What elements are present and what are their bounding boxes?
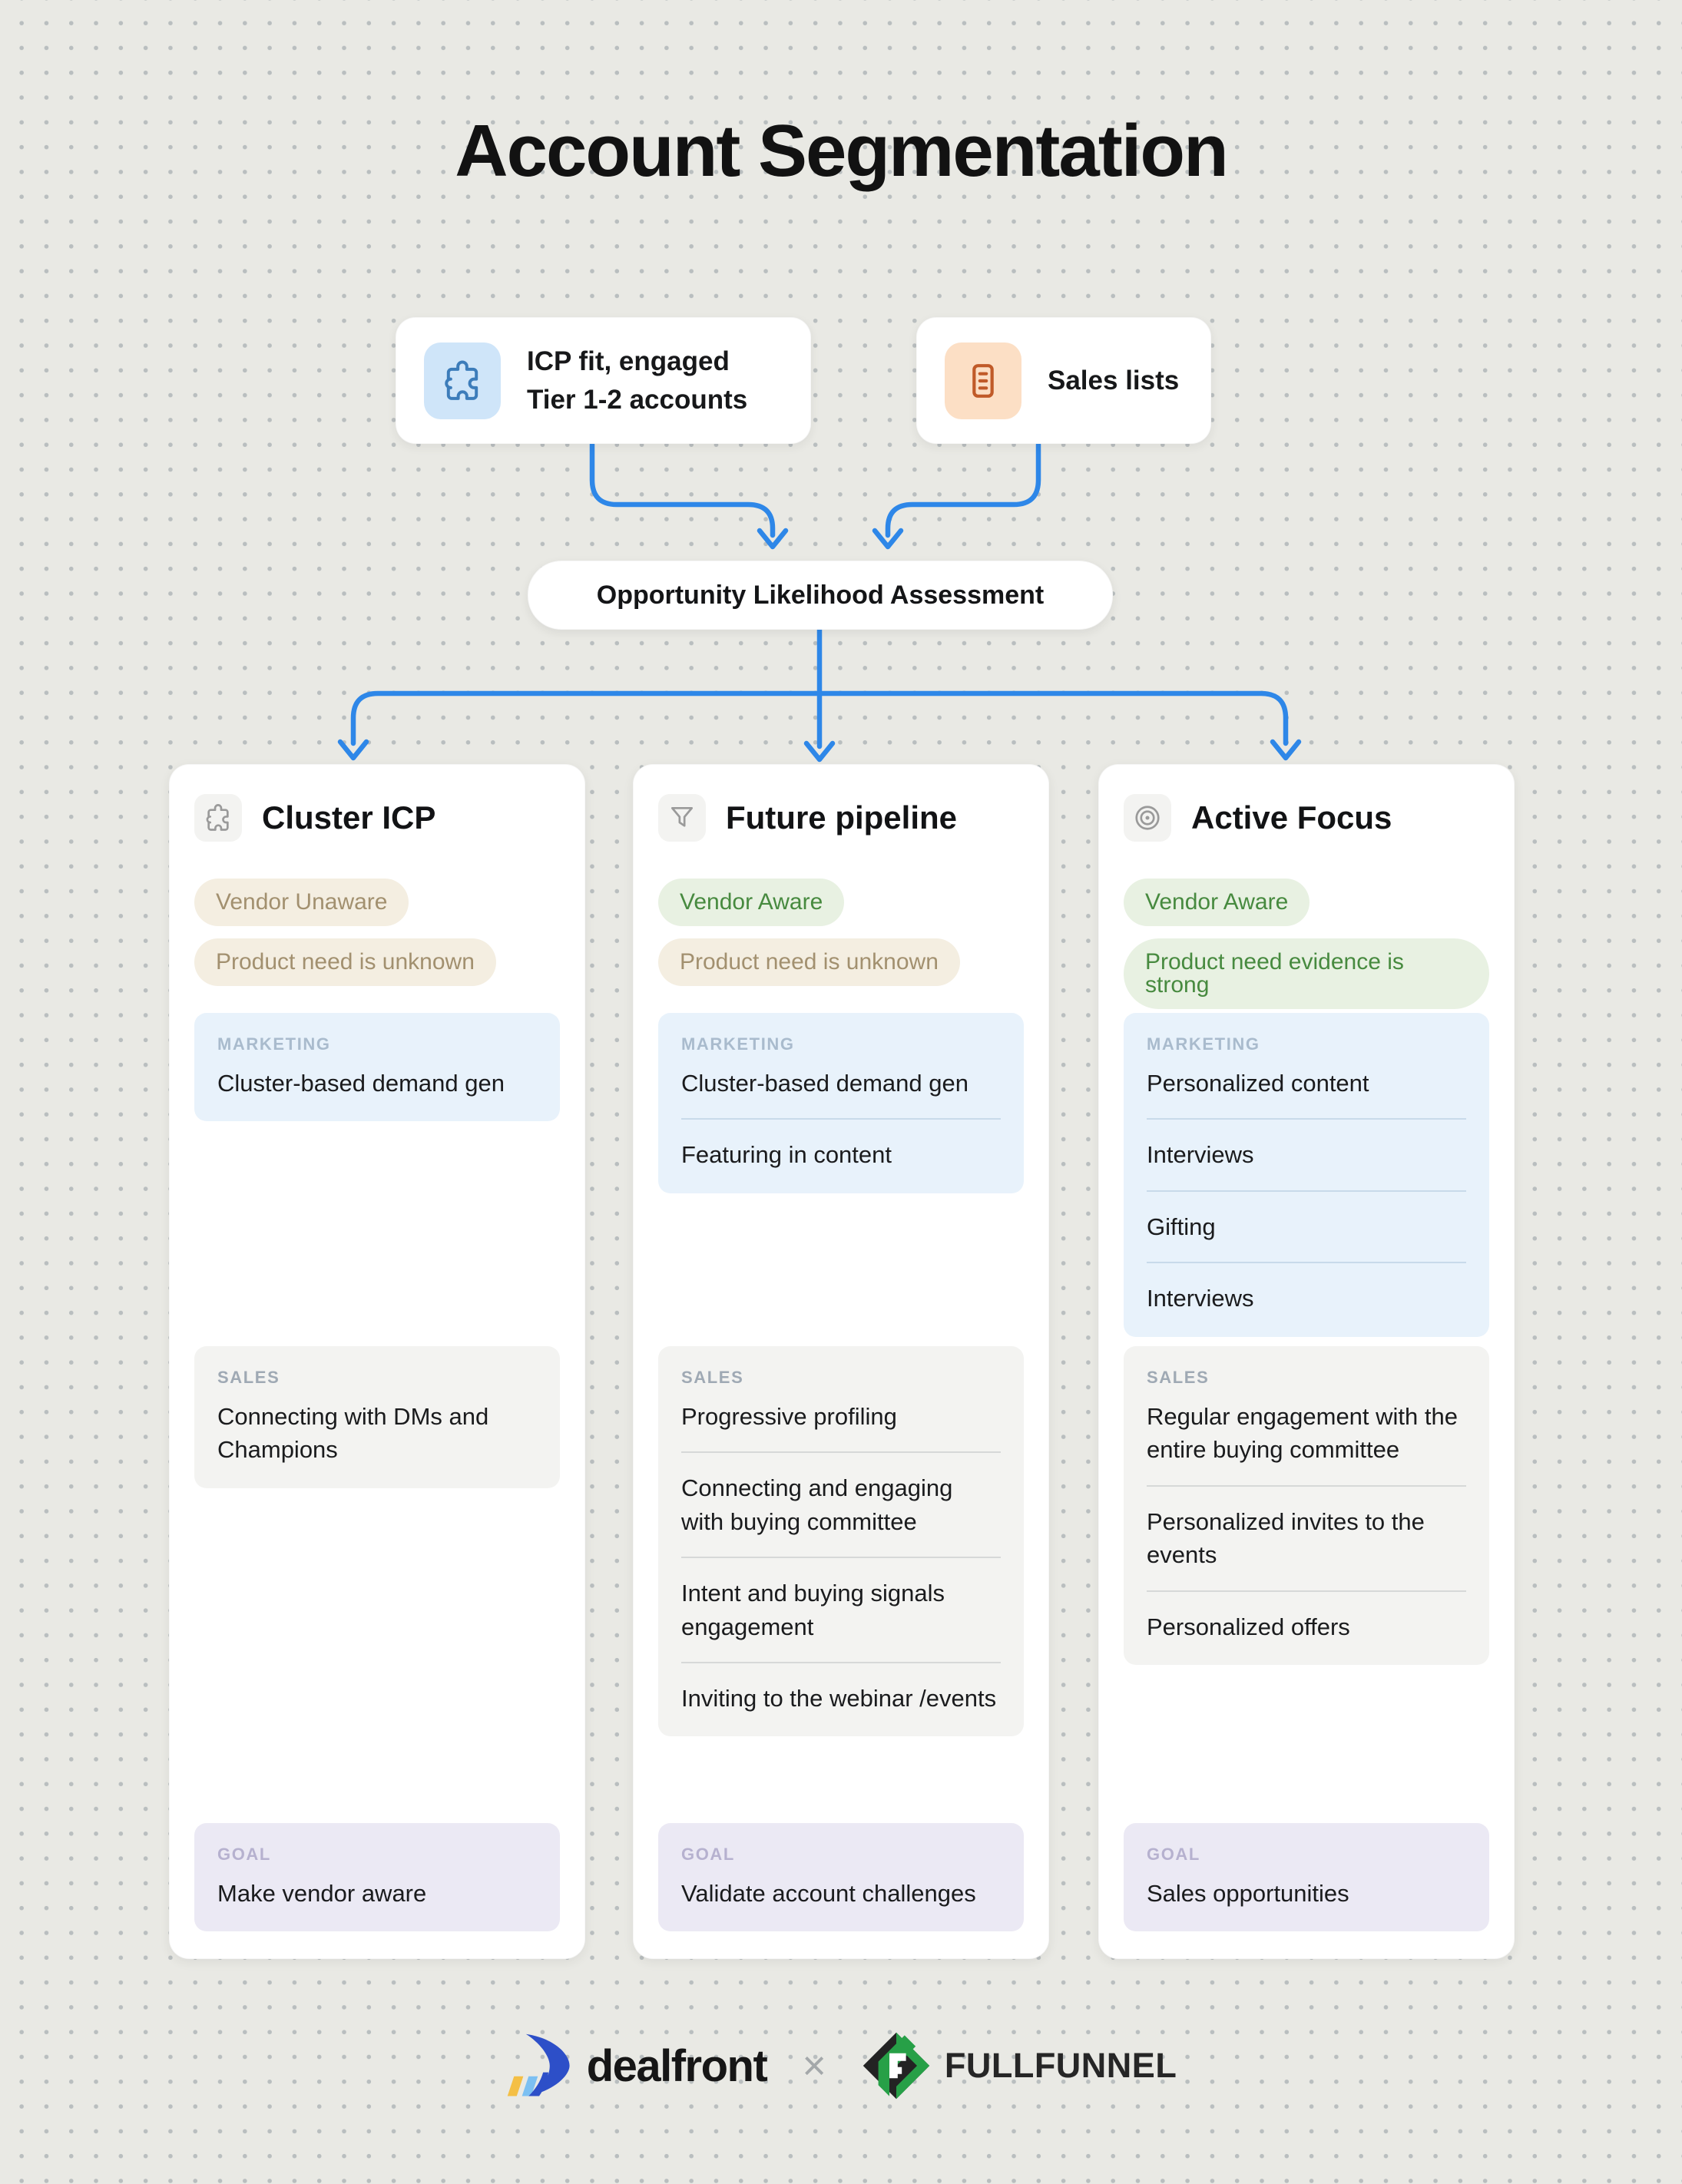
source-card-label: Sales lists [1048,365,1180,395]
sales-item: Regular engagement with the entire buyin… [1147,1403,1458,1464]
marketing-item: Gifting [1147,1190,1466,1243]
goal-items: Validate account challenges [681,1877,1001,1910]
goal-items: Sales opportunities [1147,1877,1466,1910]
segment-header: Active Focus [1124,794,1489,842]
sales-item: Connecting with DMs and Champions [217,1403,489,1464]
segment-title: Active Focus [1191,799,1392,836]
status-badge: Vendor Aware [1124,879,1310,926]
assessment-label: Opportunity Likelihood Assessment [596,580,1045,610]
sales-item: Connecting and engaging with buying comm… [681,1451,1001,1538]
puzzle-icon [424,342,501,419]
marketing-item: Featuring in content [681,1118,1001,1171]
goal-items: Make vendor aware [217,1877,537,1910]
sales-items: Connecting with DMs and Champions [217,1400,537,1467]
segment-title: Cluster ICP [262,799,436,836]
sales-item: Personalized offers [1147,1590,1466,1643]
target-icon [1124,794,1171,842]
sales-list-icon [945,342,1021,419]
assessment-pill: Opportunity Likelihood Assessment [528,561,1113,630]
fullfunnel-wordmark: FULLFUNNEL [944,2046,1177,2085]
dealfront-logo: dealfront [505,2033,768,2099]
source-card-icp: ICP fit, engaged Tier 1-2 accounts [396,317,811,444]
puzzle-icon [194,794,242,842]
source-card-sales-lists: Sales lists [916,317,1211,444]
marketing-item: Cluster-based demand gen [217,1070,505,1097]
section-label: MARKETING [1147,1034,1260,1054]
sales-items: Regular engagement with the entire buyin… [1147,1400,1466,1643]
funnel-icon [658,794,706,842]
footer-brands: dealfront × FULLFUNNEL [0,2031,1682,2100]
sales-item: Progressive profiling [681,1403,897,1430]
section-label: MARKETING [681,1034,795,1054]
section-label: SALES [217,1368,280,1387]
sales-section: SALES Regular engagement with the entire… [1124,1346,1489,1665]
sales-section: SALES Connecting with DMs and Champions [194,1346,560,1488]
section-label: GOAL [681,1845,735,1864]
status-badge: Product need is unknown [658,938,960,986]
status-badge: Product need evidence is strong [1124,938,1489,1009]
section-label: GOAL [1147,1845,1200,1864]
segment-header: Cluster ICP [194,794,560,842]
marketing-item: Interviews [1147,1118,1466,1171]
source-card-label: ICP fit, engaged Tier 1-2 accounts [527,346,748,415]
marketing-item: Interviews [1147,1262,1466,1315]
segment-header: Future pipeline [658,794,1024,842]
section-label: GOAL [217,1845,271,1864]
status-badge: Product need is unknown [194,938,496,986]
dealfront-wordmark: dealfront [586,2040,768,2091]
fullfunnel-logo: FULLFUNNEL [862,2031,1177,2100]
goal-section: GOAL Make vendor aware [194,1823,560,1932]
goal-item: Validate account challenges [681,1880,976,1907]
section-label: SALES [681,1368,744,1387]
dealfront-icon [507,2033,570,2096]
marketing-section: MARKETING Cluster-based demand gen [194,1013,560,1122]
goal-section: GOAL Validate account challenges [658,1823,1024,1932]
section-label: SALES [1147,1368,1210,1387]
goal-section: GOAL Sales opportunities [1124,1823,1489,1932]
segment-title: Future pipeline [726,799,958,836]
status-badge: Vendor Unaware [194,879,409,926]
sales-item: Intent and buying signals engagement [681,1557,1001,1643]
collab-x-icon: × [802,2043,826,2089]
page-title: Account Segmentation [455,110,1228,192]
sales-item: Personalized invites to the events [1147,1484,1466,1572]
section-label: MARKETING [217,1034,331,1054]
marketing-item: Personalized content [1147,1070,1369,1097]
goal-item: Make vendor aware [217,1880,427,1907]
goal-item: Sales opportunities [1147,1880,1349,1907]
status-badge: Vendor Aware [658,879,845,926]
marketing-item: Cluster-based demand gen [681,1070,968,1097]
marketing-items: Cluster-based demand gen [217,1067,537,1100]
fullfunnel-icon [863,2032,930,2100]
sales-item: Inviting to the webinar /events [681,1661,1001,1715]
